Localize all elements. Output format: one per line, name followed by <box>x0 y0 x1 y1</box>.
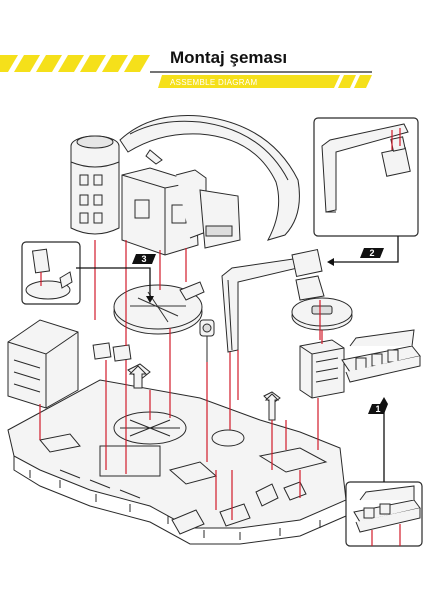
stripe-left-3 <box>36 55 62 72</box>
inset-crane-detail <box>313 117 419 237</box>
stripe-left-4 <box>58 55 84 72</box>
parking-rack <box>341 329 421 383</box>
guide-lines <box>39 240 323 520</box>
step-badge-1: 1 <box>368 404 388 414</box>
stripe-left-7 <box>124 55 150 72</box>
stripe-left-5 <box>80 55 106 72</box>
turntable-disc <box>291 297 353 331</box>
tower-cylinder <box>70 135 120 235</box>
crane-arm <box>221 248 325 353</box>
central-building <box>121 167 241 256</box>
step-badge-1-label: 1 <box>375 404 380 414</box>
inset-rack-detail <box>345 481 423 547</box>
curved-ramp <box>119 115 300 241</box>
left-garage <box>7 319 79 409</box>
page-title: Montaj şeması <box>170 48 288 67</box>
round-platform <box>113 281 205 335</box>
stripe-left-6 <box>102 55 128 72</box>
stripe-right-2 <box>354 75 372 88</box>
step-badge-3-label: 3 <box>141 254 146 264</box>
garage-box <box>299 339 345 399</box>
arrow-head-2 <box>327 258 334 266</box>
stripe-left-1 <box>0 55 18 72</box>
step-badge-2: 2 <box>360 248 384 258</box>
stripe-right-1 <box>338 75 356 88</box>
decor-posts <box>128 365 280 421</box>
stripe-left-2 <box>14 55 40 72</box>
front-ramps <box>171 481 307 535</box>
arrow-head-3 <box>146 296 154 303</box>
step-badge-3: 3 <box>132 254 156 264</box>
header: Montaj şeması ASSEMBLE DIAGRAM <box>0 0 424 100</box>
subtitle-bar <box>158 75 340 88</box>
page-subtitle: ASSEMBLE DIAGRAM <box>170 78 258 87</box>
arrow-head-1 <box>380 397 388 404</box>
callout-arrows <box>76 236 399 482</box>
step-badge-2-label: 2 <box>369 248 374 258</box>
inset-platform-detail <box>21 241 81 305</box>
header-graphic <box>0 55 372 88</box>
